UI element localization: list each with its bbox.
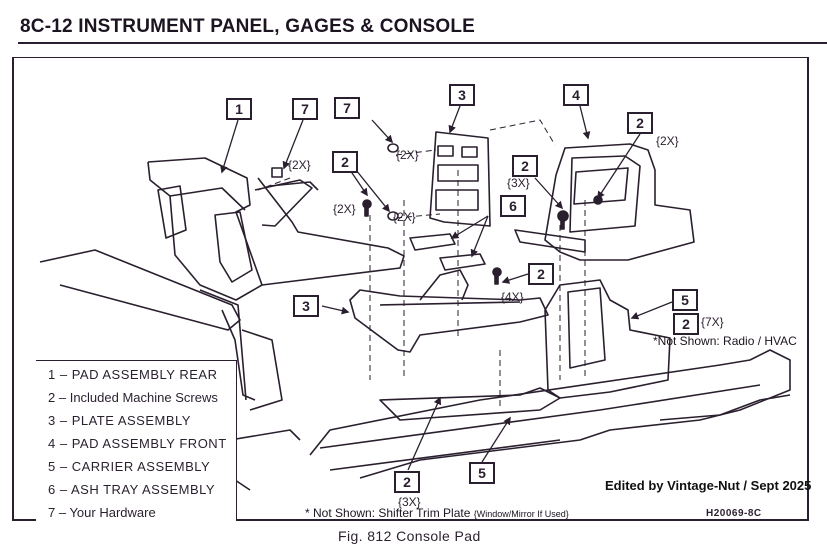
callout-6-ash-tray: 6 xyxy=(500,195,526,217)
legend-item-6: 6 – ASH TRAY ASSEMBLY xyxy=(48,482,216,497)
callout-1-rear-pad: 1 xyxy=(226,98,252,120)
drawing-code: H20069-8C xyxy=(706,508,762,519)
front-pad-assembly xyxy=(514,143,695,261)
note-radio-hvac: *Not Shown: Radio / HVAC xyxy=(653,334,797,348)
qty-2-floor-screws: {3X} xyxy=(398,495,421,509)
qty-7-hardware-right: {2X} xyxy=(396,148,419,162)
figure-frame xyxy=(12,57,809,521)
parts-legend: 1 – PAD ASSEMBLY REAR 2 – Included Machi… xyxy=(36,360,237,521)
qty-2-screws-left-a: {2X} xyxy=(333,202,356,216)
qty-2-center-screws: {3X} xyxy=(507,176,530,190)
note-shifter-small: {Window/Mirror If Used} xyxy=(473,509,569,519)
rear-pad-assembly xyxy=(147,157,405,301)
legend-item-3: 3 – PLATE ASSEMBLY xyxy=(48,413,191,428)
qty-2-front-pad-screws: {2X} xyxy=(656,134,679,148)
note-shifter-trim: * Not Shown: Shifter Trim Plate {Window/… xyxy=(305,506,569,520)
callout-7-hardware-right: 7 xyxy=(334,97,360,119)
note-shifter-text: * Not Shown: Shifter Trim Plate xyxy=(305,506,471,520)
legend-item-5: 5 – CARRIER ASSEMBLY xyxy=(48,459,211,474)
callout-2-ash-tray-screws: 2 xyxy=(528,263,554,285)
qty-2-screws-left-b: {2X} xyxy=(393,210,416,224)
carrier-assembly xyxy=(379,279,671,421)
callout-2-front-pad-screws: 2 xyxy=(627,112,653,134)
qty-2-carrier-screws: {7X} xyxy=(701,315,724,329)
legend-item-4: 4 – PAD ASSEMBLY FRONT xyxy=(48,436,227,451)
legend-item-1: 1 – PAD ASSEMBLY REAR xyxy=(48,367,218,382)
plate-assembly-upper xyxy=(429,131,491,227)
figure-caption: Fig. 812 Console Pad xyxy=(338,528,481,544)
qty-2-ash-tray-screws: {4X} xyxy=(501,290,524,304)
callout-7-hardware-left: 7 xyxy=(292,98,318,120)
callout-2-center-screws: 2 xyxy=(512,155,538,177)
callout-4-front-pad: 4 xyxy=(563,84,589,106)
callout-2-carrier-screws: 2 xyxy=(673,313,699,335)
legend-item-7: 7 – Your Hardware xyxy=(48,505,156,520)
legend-item-2: 2 – Included Machine Screws xyxy=(48,390,218,405)
callout-3-plate-upper: 3 xyxy=(449,84,475,106)
callout-2-floor-screws: 2 xyxy=(394,471,420,493)
section-title: 8C-12 INSTRUMENT PANEL, GAGES & CONSOLE xyxy=(20,16,476,37)
callout-5-carrier-right: 5 xyxy=(672,289,698,311)
callout-2-screws-left: 2 xyxy=(332,151,358,173)
callout-5-carrier-bottom: 5 xyxy=(469,462,495,484)
qty-7-hardware-left: {2X} xyxy=(288,158,311,172)
header-rule xyxy=(18,42,827,44)
callout-3-plate-lower: 3 xyxy=(293,295,319,317)
plate-assembly-lower xyxy=(349,269,549,353)
edited-by-credit: Edited by Vintage-Nut / Sept 2025 xyxy=(605,478,812,493)
